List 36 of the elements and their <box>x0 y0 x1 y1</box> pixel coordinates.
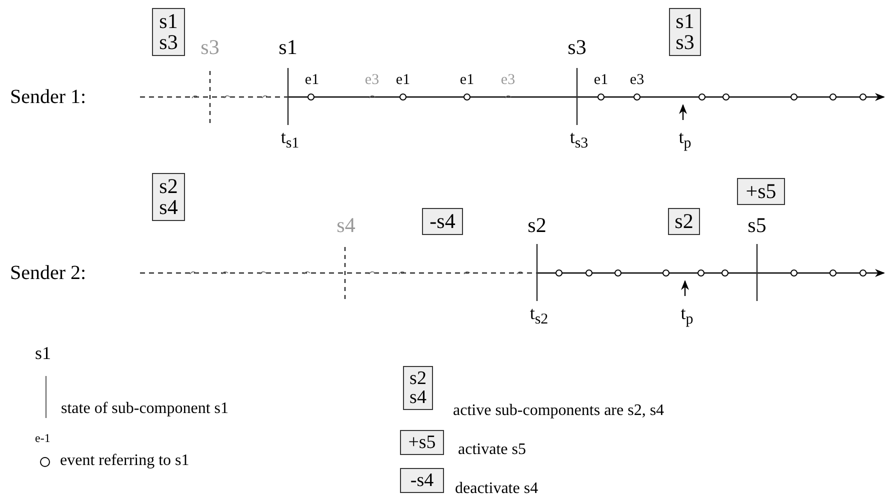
legend-event-label: e-1 <box>35 432 50 446</box>
legend-text: activate s5 <box>458 441 526 459</box>
state-label: s1 <box>278 36 298 60</box>
state-label: s4 <box>336 214 356 238</box>
time-label: t$_{s1}$ <box>280 128 300 152</box>
event-label: e1 <box>594 72 608 88</box>
legend-state-label: s1 <box>35 344 52 364</box>
active-set-box: +s5 <box>737 178 785 205</box>
state-label: s5 <box>748 214 766 238</box>
event-label: e3 <box>364 72 380 88</box>
event-label: e1 <box>396 72 410 88</box>
event-label: e3 <box>630 72 644 88</box>
legend-text: event referring to s1 <box>60 452 190 470</box>
event-label: e3 <box>500 72 516 88</box>
active-set-box: s2 <box>668 208 700 235</box>
time-label: t$_{p}$ <box>678 128 692 152</box>
time-label: t$_{s3}$ <box>570 128 588 152</box>
legend-text: deactivate s4 <box>455 480 538 498</box>
legend-state-box: s2 s4 <box>403 366 433 410</box>
legend-state-box: +s5 <box>400 430 444 455</box>
row-label: Sender 2: <box>10 262 86 284</box>
row-label: Sender 1: <box>10 86 86 108</box>
event-label: e1 <box>460 72 474 88</box>
active-set-box: -s4 <box>422 208 463 235</box>
active-set-box: s1 s3 <box>669 8 701 56</box>
time-label: t$_{s2}$ <box>530 304 548 328</box>
state-label: s2 <box>528 214 546 238</box>
legend-state-box: -s4 <box>400 468 444 493</box>
active-set-box: s1 s3 <box>152 8 185 56</box>
event-label: e1 <box>304 72 320 88</box>
active-set-box: s2 s4 <box>152 173 185 221</box>
legend-text: active sub-components are s2, s4 <box>453 402 664 420</box>
state-label: s3 <box>200 36 220 60</box>
state-label: s3 <box>568 36 586 60</box>
legend-text: state of sub-component s1 <box>61 400 229 418</box>
time-label: t$_{p}$ <box>680 304 694 328</box>
